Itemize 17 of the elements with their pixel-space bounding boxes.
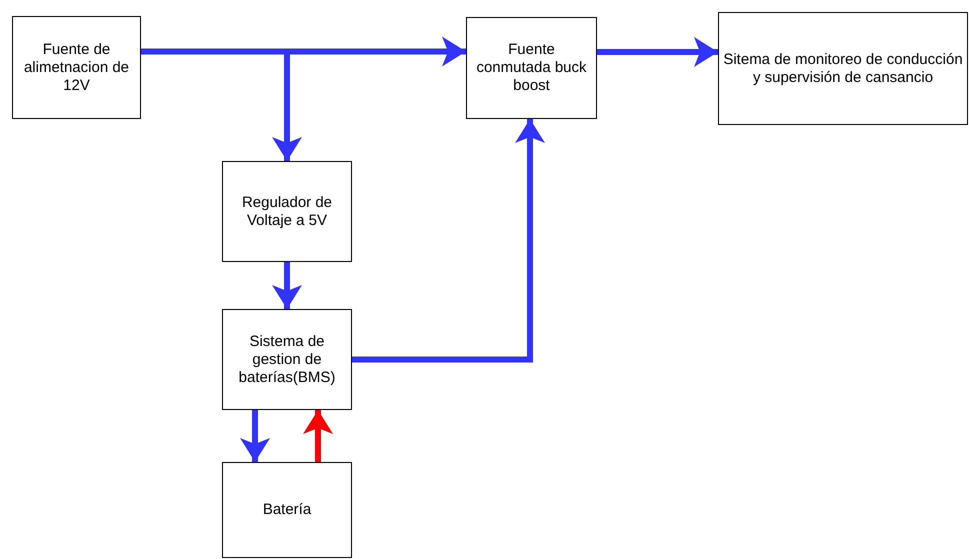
arrow <box>303 410 333 462</box>
process-box <box>222 161 352 262</box>
box-label: Fuente conmutada buck boost <box>475 41 588 95</box>
process-box <box>222 309 352 410</box>
arrow <box>240 410 270 462</box>
box-label: Regulador de Voltaje a 5V <box>240 194 334 230</box>
process-box <box>222 462 352 558</box>
box-label: Sitema de monitoreo de conducción y supervisión de cansancio <box>722 50 964 86</box>
process-box <box>718 12 968 125</box>
process-box <box>466 17 597 119</box>
process-box <box>12 16 141 119</box>
box-label: Sistema de gestion de baterías(BMS) <box>238 332 336 386</box>
arrow <box>272 262 302 309</box>
box-label: Fuente de alimetnacion de 12V <box>22 40 130 94</box>
arrow <box>352 119 545 362</box>
arrow <box>597 37 718 67</box>
box-label: Batería <box>262 501 312 519</box>
